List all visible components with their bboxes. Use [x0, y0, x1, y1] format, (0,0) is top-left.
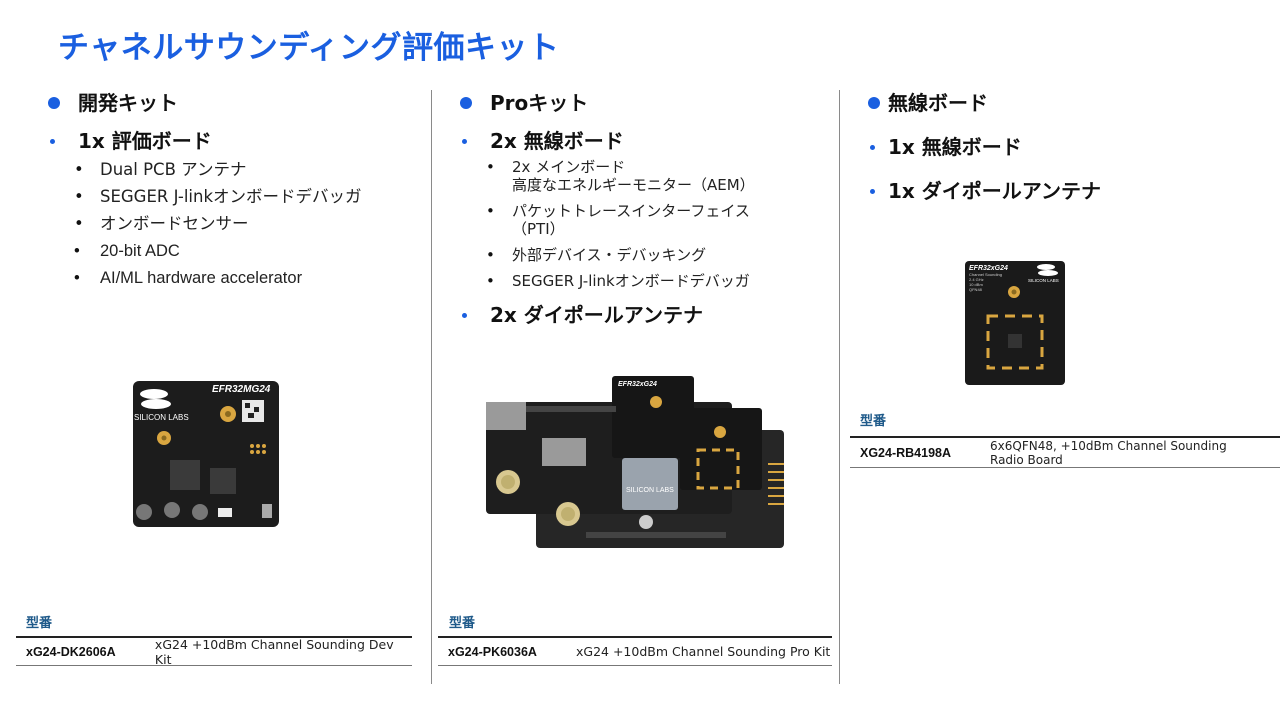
dev-kit-heading: 開発キット	[44, 86, 424, 120]
pro-kit-description: xG24 +10dBm Channel Sounding Pro Kit	[576, 644, 831, 659]
dev-kit-board-image: SILICON LABS EFR32MG24	[132, 380, 280, 528]
radio-board-column: 無線ボード 1x 無線ボード 1x ダイポールアンテナ	[864, 86, 1274, 208]
board-spec-text: 10 dBm	[969, 282, 983, 287]
radio-board-model-row: XG24-RB4198A 6x6QFN48, +10dBm Channel So…	[850, 436, 1280, 468]
dev-kit-model-row: xG24-DK2606A xG24 +10dBm Channel Soundin…	[16, 636, 412, 667]
dev-kit-feature-list: Dual PCB アンテナ SEGGER J-linkオンボードデバッガ オンボ…	[44, 160, 424, 288]
radio-board-item-antenna: 1x ダイポールアンテナ	[864, 174, 1274, 208]
board-spec-text: QFN48	[969, 287, 983, 292]
radio-board-image: EFR32xG24 Channel Sounding 2.4 GHz 10 dB…	[964, 260, 1066, 386]
dev-kit-part-number: xG24-DK2606A	[26, 644, 116, 659]
pro-kit-model-label: 型番	[449, 616, 476, 631]
board-spec-text: Channel Sounding	[969, 272, 1002, 277]
pro-kit-model-row: xG24-PK6036A xG24 +10dBm Channel Soundin…	[438, 636, 832, 666]
feature-item: AI/ML hardware accelerator	[74, 268, 424, 288]
bullet-icon	[870, 145, 875, 150]
feature-item: SEGGER J-linkオンボードデバッガ	[486, 272, 836, 290]
bullet-icon	[868, 97, 880, 109]
bullet-icon	[462, 139, 467, 144]
board-spec-text: 2.4 GHz	[969, 277, 984, 282]
pro-kit-part-number: xG24-PK6036A	[448, 644, 537, 659]
pro-kit-column: Proキット 2x 無線ボード 2x メインボード高度なエネルギーモニター（AE…	[456, 86, 836, 332]
board-chip-text: EFR32xG24	[969, 265, 1008, 272]
bullet-icon	[50, 139, 55, 144]
dev-kit-item-eval-board: 1x 評価ボード	[44, 124, 424, 158]
page-title: チャネルサウンディング評価キット	[58, 30, 560, 66]
feature-item: オンボードセンサー	[74, 214, 424, 234]
feature-item: SEGGER J-linkオンボードデバッガ	[74, 187, 424, 207]
pro-kit-item-dipole-antenna: 2x ダイポールアンテナ	[456, 298, 836, 332]
board-brand-text: SILICON LABS	[134, 413, 189, 422]
pro-kit-heading: Proキット	[456, 86, 836, 120]
board-chip-text: EFR32MG24	[212, 384, 271, 395]
radio-board-part-number: XG24-RB4198A	[860, 445, 952, 460]
dev-kit-description: xG24 +10dBm Channel Sounding Dev Kit	[154, 636, 394, 667]
radio-board-model-label: 型番	[860, 414, 887, 429]
dev-kit-model-label: 型番	[26, 616, 53, 631]
radio-board-item-board: 1x 無線ボード	[864, 130, 1274, 164]
pro-kit-item-radio-board: 2x 無線ボード	[456, 124, 836, 158]
radio-board-heading: 無線ボード	[864, 86, 1274, 120]
board-brand-text: SILICON LABS	[1028, 278, 1059, 283]
bullet-icon	[870, 189, 875, 194]
pro-kit-board-image: EFR32xG24 SILICON LABS	[486, 374, 788, 550]
dev-kit-column: 開発キット 1x 評価ボード Dual PCB アンテナ SEGGER J-li…	[44, 86, 424, 295]
feature-item: 20-bit ADC	[74, 241, 424, 261]
board-brand-text: SILICON LABS	[626, 487, 674, 494]
feature-item: パケットトレースインターフェイス（PTI）	[486, 202, 836, 238]
bullet-icon	[460, 97, 472, 109]
feature-item: Dual PCB アンテナ	[74, 160, 424, 180]
column-divider-2	[839, 90, 840, 684]
feature-item: 外部デバイス・デバッキング	[486, 246, 836, 264]
board-chip-text: EFR32xG24	[618, 381, 657, 388]
column-divider-1	[431, 90, 432, 684]
bullet-icon	[462, 313, 467, 318]
bullet-icon	[48, 97, 60, 109]
